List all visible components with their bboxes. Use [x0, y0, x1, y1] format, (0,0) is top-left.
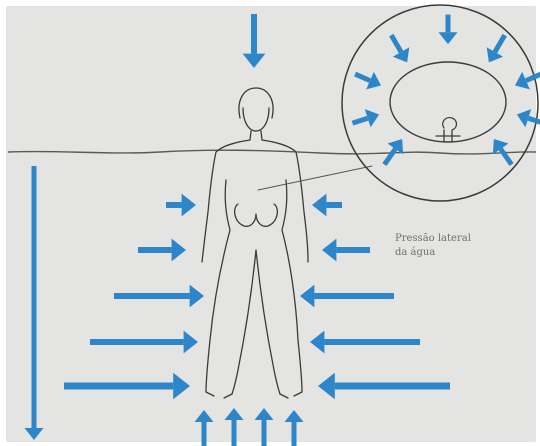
- arrow-right-4: [310, 331, 420, 354]
- pelvis-cross-section: [390, 62, 506, 142]
- arrow-left-3: [114, 285, 204, 308]
- arrow-inward-7-shaft: [352, 118, 367, 123]
- arrow-up-3-head: [255, 408, 274, 420]
- arrow-left-1: [166, 194, 196, 217]
- torso-and-legs: [202, 140, 308, 394]
- feet: [206, 392, 302, 398]
- callout-line: [258, 166, 372, 190]
- arrow-left-2: [138, 239, 186, 262]
- arrow-right-1: [312, 194, 342, 217]
- arrow-inward-1-head: [439, 32, 458, 44]
- arrow-left-3-head: [190, 285, 204, 308]
- arrow-left-1-head: [182, 194, 196, 217]
- arrow-left-5: [64, 373, 190, 400]
- arrow-inward-8-shaft: [501, 149, 512, 165]
- arrow-inward-4-shaft: [526, 74, 540, 81]
- arrow-right-3-head: [300, 285, 314, 308]
- arrow-inward-3-shaft: [391, 35, 401, 52]
- annotation-line-1: Pressão lateral: [395, 232, 485, 246]
- arrow-right-1-head: [312, 194, 326, 217]
- arrow-up-2: [225, 408, 244, 446]
- arrow-inward-7: [352, 109, 379, 127]
- arrow-inward-6-shaft: [528, 118, 540, 123]
- arrow-up-1: [195, 410, 214, 446]
- arrow-inward-1: [439, 15, 458, 45]
- arrow-up-2-head: [225, 408, 244, 420]
- arrow-inward-9: [384, 139, 403, 165]
- arrow-up-4-head: [285, 410, 304, 422]
- arrow-down-head: [243, 14, 266, 68]
- annotation-label: Pressão lateral da água: [395, 232, 485, 260]
- magnified-cross-section: [342, 5, 538, 201]
- magnifier-circle: [342, 5, 538, 201]
- arrow-down-head-head: [243, 54, 266, 68]
- neck: [250, 131, 262, 140]
- arrow-right-2: [322, 239, 370, 262]
- arrow-inward-2-shaft: [495, 35, 505, 52]
- arrow-inward-2: [487, 35, 505, 62]
- arrow-inward-5: [355, 72, 381, 89]
- head: [243, 108, 269, 131]
- arrow-inward-9-shaft: [384, 149, 395, 165]
- arrow-depth-scale-head: [25, 428, 44, 440]
- arrow-left-4: [90, 331, 198, 354]
- human-figure: [202, 88, 308, 398]
- water-surface-line: [8, 150, 536, 154]
- arrow-right-2-head: [322, 239, 336, 262]
- pelvis: [235, 204, 278, 226]
- arrow-right-3: [300, 285, 394, 308]
- vertebra-shape: [436, 118, 460, 142]
- arrow-up-4: [285, 410, 304, 446]
- hair: [239, 88, 273, 118]
- arrow-left-2-head: [172, 239, 186, 262]
- arrow-right-5-head: [318, 373, 335, 400]
- arrow-up-3: [255, 408, 274, 446]
- arrow-depth-scale: [25, 166, 44, 440]
- arrow-right-4-head: [310, 331, 324, 354]
- arrow-inward-5-shaft: [355, 74, 370, 81]
- arrow-inward-3: [391, 35, 409, 62]
- annotation-line-2: da água: [395, 246, 485, 260]
- arrow-left-5-head: [173, 373, 190, 400]
- arrow-right-5: [318, 373, 450, 400]
- arrow-left-4-head: [184, 331, 198, 354]
- arrow-up-1-head: [195, 410, 214, 422]
